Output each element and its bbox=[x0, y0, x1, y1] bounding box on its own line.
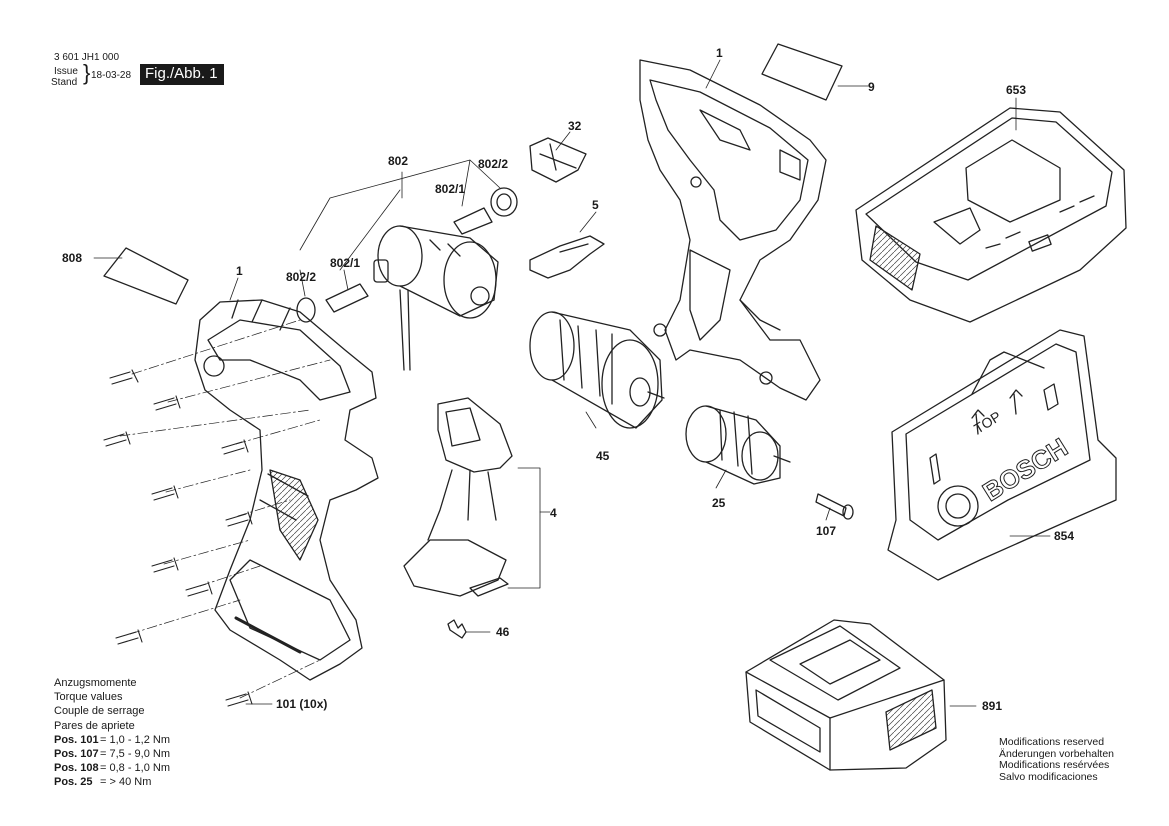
disclaimer-line: Modifications reserved bbox=[999, 736, 1105, 748]
document-number: 3 601 JH1 000 bbox=[54, 52, 120, 63]
housing-right-half bbox=[639, 59, 827, 401]
motor-802 bbox=[373, 225, 499, 371]
torque-line: Torque values bbox=[54, 691, 123, 704]
gearbox-45 bbox=[529, 311, 665, 429]
torque-value: = 1,0 - 1,2 Nm bbox=[100, 733, 171, 746]
torque-pos: Pos. 107 bbox=[54, 748, 99, 761]
figure-label: Fig./Abb. 1 bbox=[140, 64, 224, 85]
callout-802-1-top: 802/1 bbox=[435, 182, 466, 196]
switch-4 bbox=[403, 397, 513, 597]
spring-46 bbox=[447, 619, 467, 639]
torque-line: Pares de apriete bbox=[54, 719, 135, 732]
torque-title: Anzugsmomente bbox=[54, 677, 137, 689]
part-32 bbox=[529, 137, 587, 183]
callout-802-2-top: 802/2 bbox=[478, 157, 509, 171]
battery-891 bbox=[745, 619, 947, 771]
callout-854: 854 bbox=[1054, 529, 1075, 543]
part-5 bbox=[529, 235, 605, 279]
callout-4: 4 bbox=[550, 506, 557, 520]
callout-802-2-bottom: 802/2 bbox=[286, 270, 317, 284]
callout-802: 802 bbox=[388, 154, 409, 168]
disclaimer-line: Änderungen vorbehalten bbox=[999, 747, 1115, 760]
torque-row: Pos. 25 = > 40 Nm bbox=[54, 775, 170, 789]
callout-45: 45 bbox=[596, 449, 610, 463]
torque-value: = > 40 Nm bbox=[100, 776, 152, 789]
screws-101 bbox=[103, 369, 253, 707]
issue-label: Issue bbox=[54, 66, 78, 77]
callout-5: 5 bbox=[592, 198, 599, 212]
callout-107: 107 bbox=[816, 524, 837, 538]
torque-pos: Pos. 108 bbox=[54, 762, 99, 775]
screw-107 bbox=[815, 493, 854, 520]
leader-lines bbox=[93, 59, 1051, 707]
callout-1-left: 1 bbox=[236, 264, 243, 278]
charger-653 bbox=[855, 107, 1127, 323]
label-9 bbox=[761, 43, 843, 101]
disclaimer-line: Salvo modificaciones bbox=[999, 770, 1098, 783]
modifications-disclaimer: Modifications reserved Änderungen vorbeh… bbox=[999, 736, 1115, 783]
callout-808: 808 bbox=[62, 251, 83, 265]
torque-value: = 0,8 - 1,0 Nm bbox=[100, 762, 171, 775]
chuck-25 bbox=[685, 405, 791, 485]
disclaimer-line: Modifications resérvées bbox=[999, 759, 1110, 771]
plate-854 bbox=[887, 329, 1117, 581]
callout-891: 891 bbox=[982, 699, 1003, 713]
callout-653: 653 bbox=[1006, 83, 1027, 97]
torque-value: = 7,5 - 9,0 Nm bbox=[100, 748, 171, 761]
issue-date: 18-03-28 bbox=[91, 70, 132, 81]
brush-parts bbox=[296, 187, 518, 323]
label-808 bbox=[103, 247, 189, 305]
callout-1-right: 1 bbox=[716, 46, 723, 60]
torque-pos: Pos. 25 bbox=[54, 776, 93, 789]
stand-label: Stand bbox=[51, 77, 78, 88]
torque-line: Couple de serrage bbox=[54, 705, 145, 718]
callout-25: 25 bbox=[712, 496, 726, 510]
torque-row: Pos. 108= 0,8 - 1,0 Nm bbox=[54, 761, 170, 775]
brand-embossing: BOSCH bbox=[977, 432, 1073, 507]
housing-left-half bbox=[194, 299, 379, 681]
torque-pos: Pos. 101 bbox=[54, 733, 99, 746]
callout-32: 32 bbox=[568, 119, 582, 133]
callout-9: 9 bbox=[868, 80, 875, 94]
callout-101: 101 (10x) bbox=[276, 697, 328, 711]
callout-802-1-bottom: 802/1 bbox=[330, 256, 361, 270]
torque-notes: Anzugsmomente Torque values Couple de se… bbox=[54, 676, 170, 790]
torque-row: Pos. 107= 7,5 - 9,0 Nm bbox=[54, 747, 170, 761]
header-brace: } bbox=[83, 60, 91, 85]
callout-46: 46 bbox=[496, 625, 510, 639]
torque-row: Pos. 101= 1,0 - 1,2 Nm bbox=[54, 733, 170, 747]
